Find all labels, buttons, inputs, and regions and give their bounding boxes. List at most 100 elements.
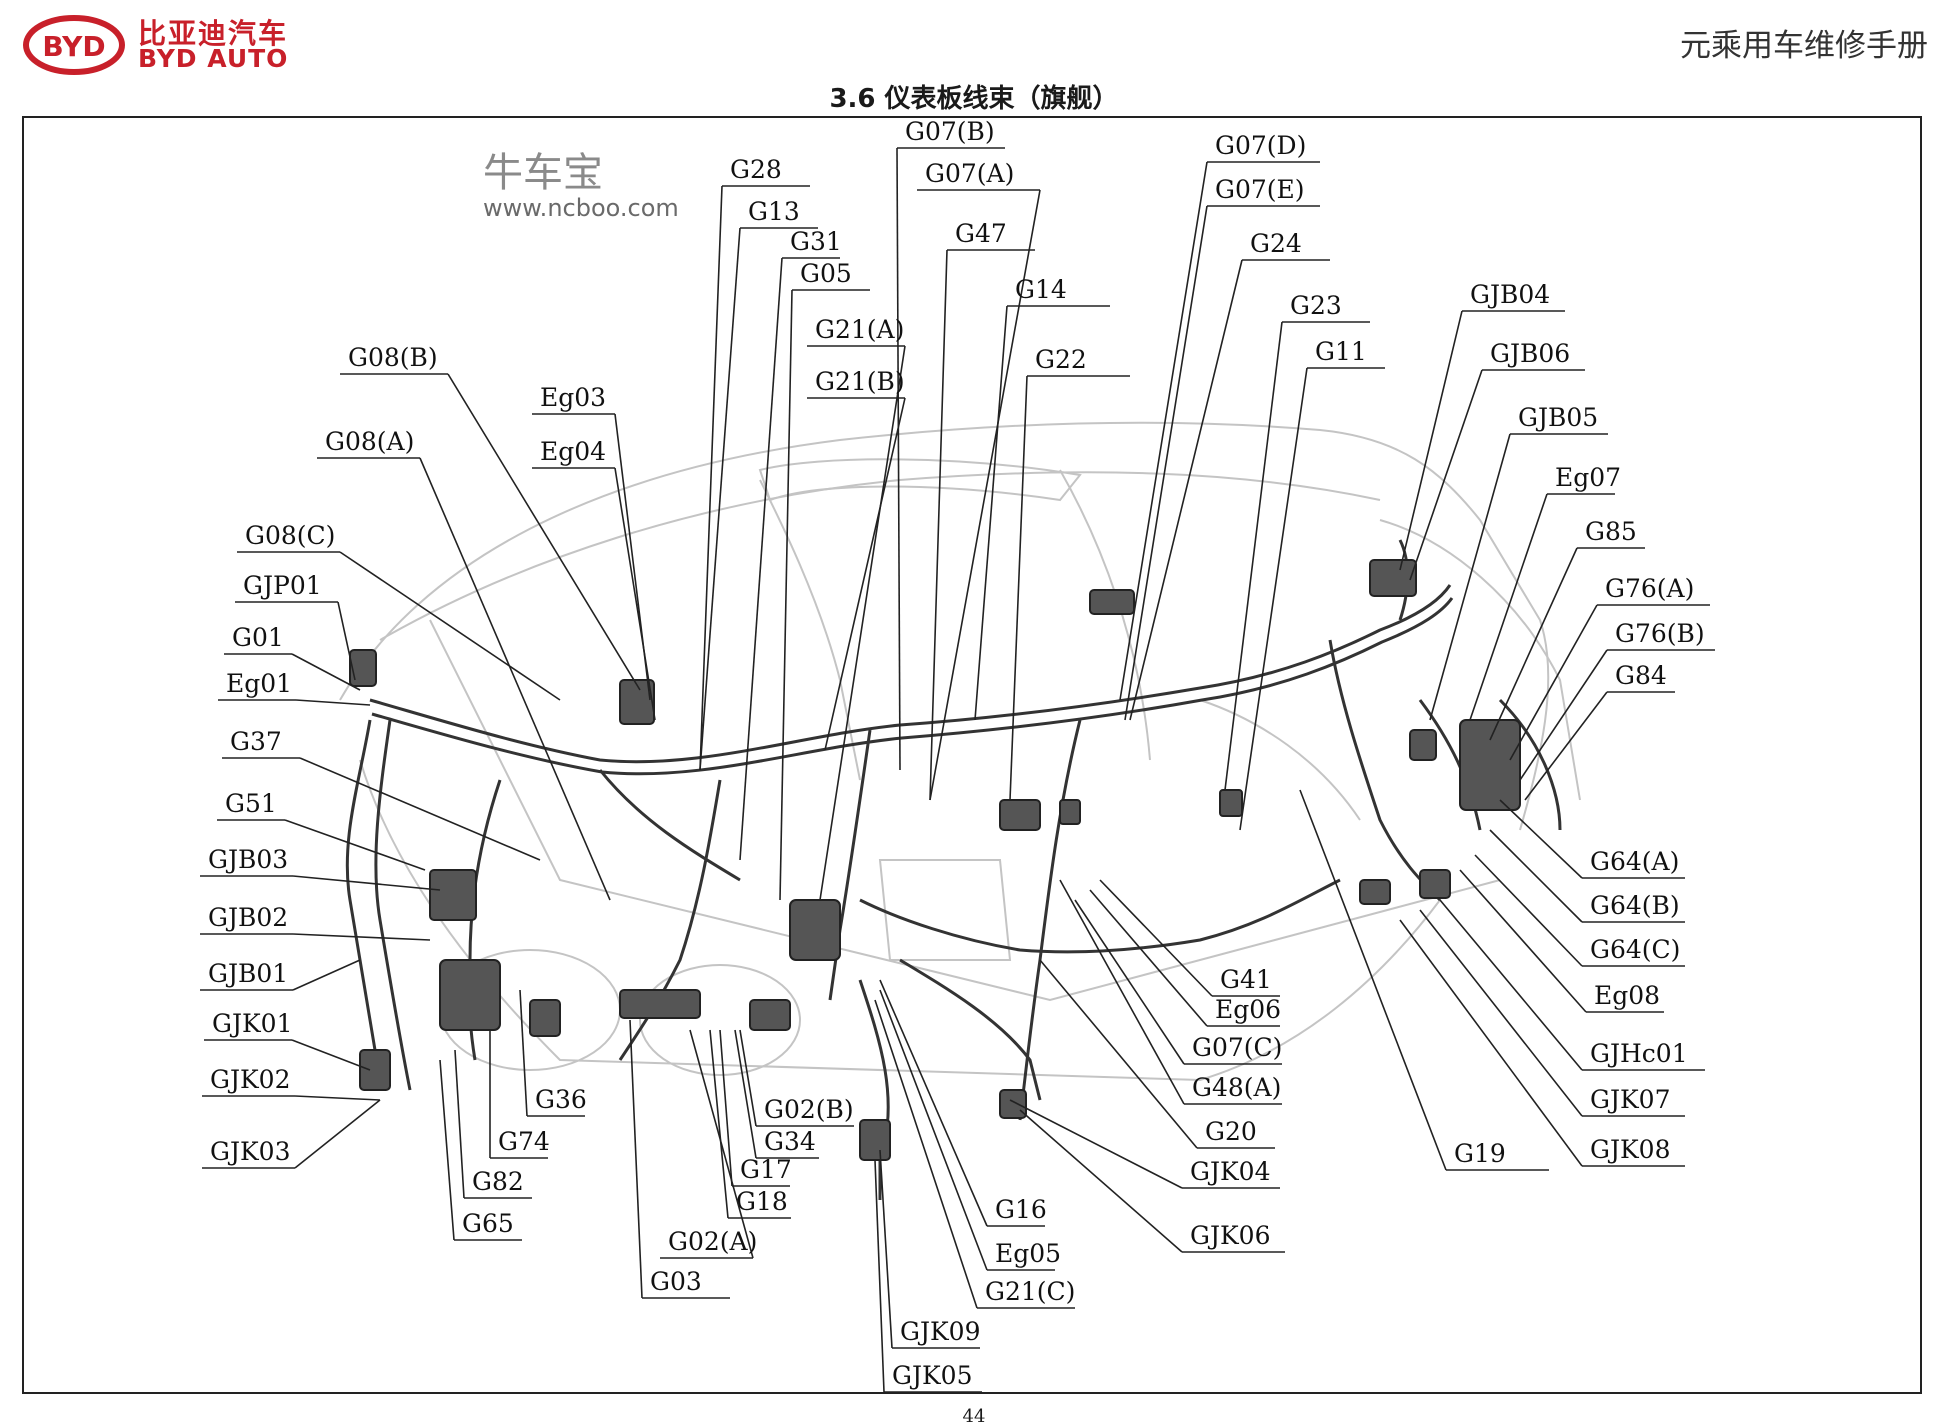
callout-label: Eg05 — [995, 1239, 1061, 1268]
callout-g74: G74 — [489, 1030, 550, 1159]
callout-gjk08: GJK08 — [1399, 919, 1685, 1167]
callout-label: G17 — [740, 1155, 792, 1184]
callout-leader — [1439, 899, 1583, 1071]
callout-leader — [879, 989, 988, 1271]
callout-g31: G31 — [739, 227, 842, 861]
callout-label: G08(A) — [325, 427, 414, 456]
callout-label: GJB02 — [208, 903, 288, 932]
callout-label: G64(C) — [1590, 935, 1680, 964]
logo-text: BYD — [42, 30, 105, 63]
callout-g21b: G21(B) — [807, 367, 906, 751]
callout-leader — [1119, 161, 1208, 701]
callout-leader — [1239, 367, 1308, 831]
callout-g64c: G64(C) — [1474, 854, 1685, 967]
callout-gjb05: GJB05 — [1429, 403, 1608, 721]
callout-leader — [1399, 919, 1583, 1167]
callout-g02a: G02(A) — [660, 1029, 757, 1259]
callout-gjk09: GJK09 — [879, 1149, 980, 1349]
callout-g65: G65 — [439, 1059, 522, 1241]
callout-gjb01: GJB01 — [200, 959, 361, 991]
callout-gjk05: GJK05 — [874, 1159, 982, 1393]
callout-label: GJB06 — [1490, 339, 1570, 368]
callout-leader — [1509, 604, 1598, 761]
callout-g01: G01 — [224, 623, 361, 691]
callout-g28: G28 — [699, 155, 810, 771]
callout-leader — [291, 1039, 371, 1071]
callout-label: G82 — [472, 1167, 524, 1196]
callout-label: GJB04 — [1470, 280, 1550, 309]
callout-label: G24 — [1250, 229, 1302, 258]
callout-g13: G13 — [699, 197, 818, 771]
callout-label: G20 — [1205, 1117, 1257, 1146]
callout-leader — [1089, 889, 1208, 1027]
callout-label: G07(A) — [925, 159, 1014, 188]
callout-leader — [689, 1029, 754, 1259]
callout-leader — [699, 185, 723, 771]
callout-label: G51 — [225, 789, 277, 818]
callout-label: GJK05 — [892, 1361, 972, 1390]
callout-eg05: Eg05 — [879, 989, 1061, 1271]
callout-g41: G41 — [1099, 879, 1280, 997]
callout-label: G76(B) — [1615, 619, 1705, 648]
callout-label: G31 — [790, 227, 842, 256]
callout-gjk06: GJK06 — [1019, 1109, 1285, 1253]
callout-g51: G51 — [217, 789, 426, 871]
callout-leader — [292, 933, 431, 941]
callout-g21c: G21(C) — [874, 999, 1075, 1309]
callout-gjb02: GJB02 — [200, 903, 431, 941]
callout-leader — [439, 1059, 455, 1241]
callout-leader — [874, 999, 978, 1309]
callout-leader — [1074, 899, 1185, 1065]
callout-label: G65 — [462, 1209, 514, 1238]
callout-label: G74 — [498, 1127, 550, 1156]
manual-title: 元乘用车维修手册 — [1680, 28, 1928, 64]
callout-label: G08(C) — [245, 521, 335, 550]
callout-leader — [1399, 310, 1463, 571]
callout-g22: G22 — [1009, 345, 1130, 801]
watermark-url: www.ncboo.com — [483, 194, 679, 222]
callout-leader — [292, 959, 361, 991]
callout-label: G85 — [1585, 517, 1637, 546]
callout-gjk03: GJK03 — [202, 1099, 381, 1169]
callout-leader — [284, 819, 426, 871]
vehicle-outline — [339, 421, 1581, 1082]
callout-g82: G82 — [454, 1049, 532, 1199]
callout-eg04: Eg04 — [532, 437, 656, 721]
callout-leader — [929, 249, 948, 801]
callout-gjhc01: GJHc01 — [1439, 899, 1705, 1071]
callout-gjk07: GJK07 — [1419, 909, 1685, 1117]
callout-leader — [896, 147, 901, 771]
callout-leader — [709, 1029, 729, 1219]
callout-leader — [879, 979, 988, 1227]
callout-gjk02: GJK02 — [202, 1065, 381, 1101]
callout-leader — [739, 257, 783, 861]
watermark-text: 牛车宝 — [483, 150, 603, 196]
callout-leader — [1524, 691, 1608, 801]
callout-label: G07(B) — [905, 117, 995, 146]
callout-label: G11 — [1315, 337, 1367, 366]
callout-label: G34 — [764, 1127, 816, 1156]
callout-leader — [299, 757, 541, 861]
callout-leader — [294, 1095, 381, 1101]
callout-g76a: G76(A) — [1509, 574, 1710, 761]
callout-leader — [1099, 879, 1213, 997]
callout-gjb06: GJB06 — [1409, 339, 1585, 581]
callout-leader — [454, 1049, 465, 1199]
callout-leader — [1124, 205, 1208, 721]
callout-g07d: G07(D) — [1119, 131, 1320, 701]
callout-label: G41 — [1220, 965, 1272, 994]
callout-gjk01: GJK01 — [204, 1009, 371, 1071]
callout-label: G16 — [995, 1195, 1047, 1224]
callout-label: G14 — [1015, 275, 1067, 304]
callout-label: GJB01 — [208, 959, 288, 988]
callout-label: G02(B) — [764, 1095, 854, 1124]
callout-leader — [1519, 649, 1608, 781]
callout-leader — [1489, 829, 1583, 923]
callout-leader — [1419, 909, 1583, 1117]
callout-leader — [1039, 959, 1198, 1149]
callout-leader — [1009, 375, 1028, 801]
callout-leader — [699, 227, 741, 771]
callout-label: G01 — [232, 623, 284, 652]
callout-label: GJHc01 — [1590, 1039, 1688, 1068]
